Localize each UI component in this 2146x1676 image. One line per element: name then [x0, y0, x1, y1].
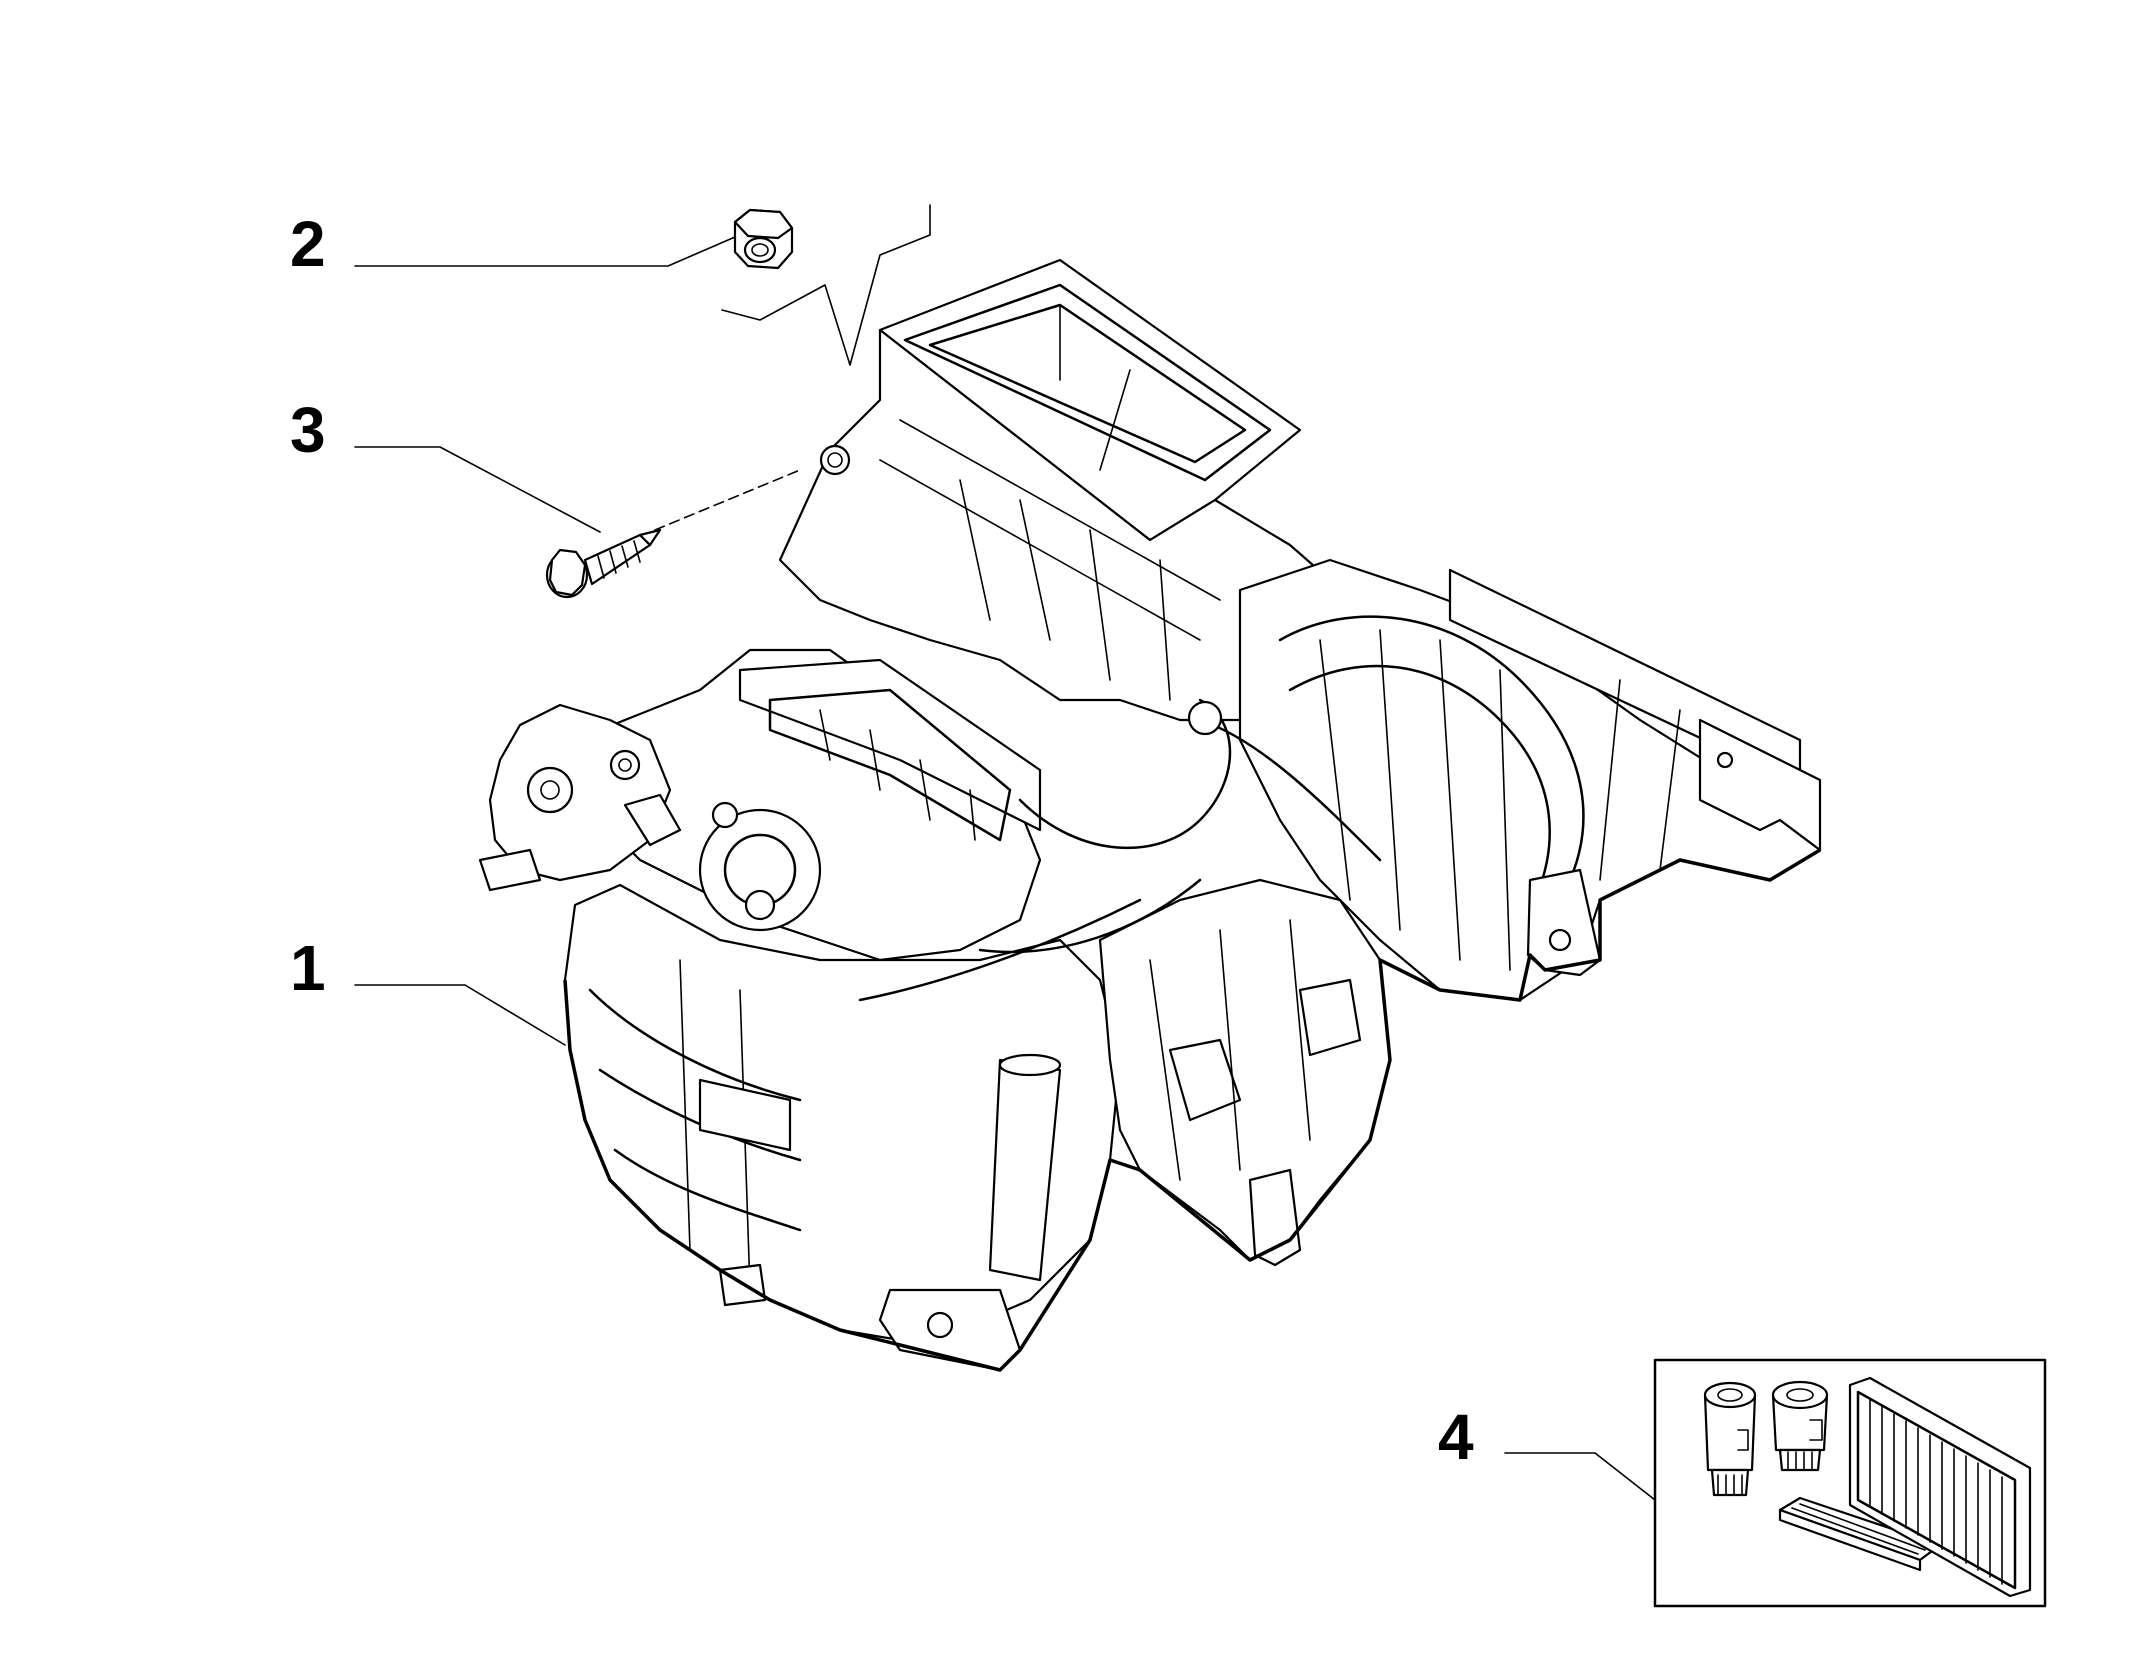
air-filter-panel-icon — [1848, 1376, 2032, 1598]
leader-lines — [354, 204, 1656, 1501]
callout-2: 2 — [290, 208, 326, 280]
screw-dash-line — [654, 469, 801, 531]
leader-line-1 — [354, 984, 566, 1046]
flange-screw-part — [545, 528, 662, 599]
callout-4: 4 — [1438, 1401, 1474, 1473]
filter-kit-box — [1653, 1358, 2047, 1608]
leader-line-4 — [1504, 1452, 1656, 1501]
tall-filter-icon — [1703, 1381, 1757, 1497]
short-filter-icon — [1771, 1380, 1829, 1472]
hvac-unit-part — [478, 258, 1822, 1372]
callout-3: 3 — [290, 394, 326, 466]
hex-nut-part — [733, 208, 794, 270]
cabin-filter-icon — [1778, 1496, 1942, 1572]
leader-line-2 — [354, 236, 736, 267]
callout-1: 1 — [290, 932, 326, 1004]
nut-bracket-line — [721, 204, 931, 366]
leader-line-3 — [354, 446, 601, 533]
